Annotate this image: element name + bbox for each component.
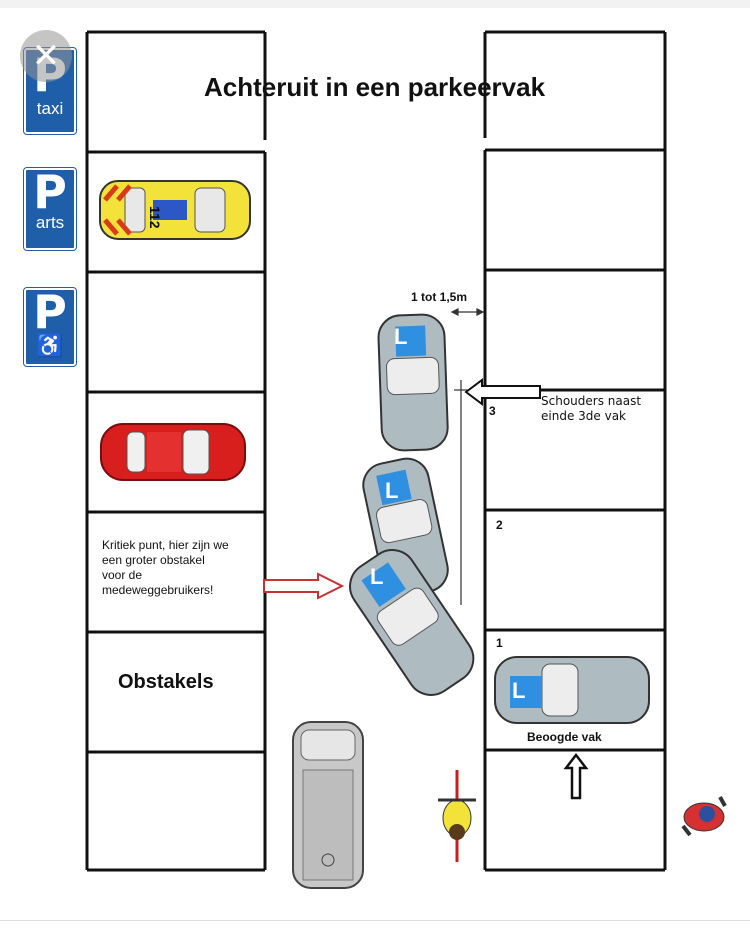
critical-note-line: voor de — [102, 568, 143, 582]
learner-car-target — [494, 656, 650, 724]
bottom-divider — [0, 920, 750, 921]
grey-van — [292, 721, 364, 889]
learner-car-start — [349, 549, 475, 696]
doctor-parking-sign: P arts — [23, 165, 77, 251]
learner-plate-2: L — [385, 478, 398, 503]
right-parking-spaces — [483, 30, 667, 872]
sign-letter: P — [33, 165, 67, 219]
learner-plate-4: L — [512, 678, 525, 703]
guide-lines — [450, 308, 485, 605]
learner-car-final — [377, 313, 449, 452]
target-space-label: Beoogde vak — [527, 730, 602, 744]
learner-plate-1: L — [394, 324, 407, 349]
target-arrow — [563, 752, 589, 800]
wheelchair-icon: ♿ — [36, 333, 64, 358]
critical-note-line: Kritiek punt, hier zijn we — [102, 538, 229, 552]
critical-note-line: een groter obstakel — [102, 553, 205, 567]
shoulders-arrow — [464, 378, 541, 406]
ambulance — [99, 180, 251, 240]
space-number-3: 3 — [489, 404, 496, 418]
left-parking-spaces — [85, 30, 267, 872]
distance-label: 1 tot 1,5m — [411, 290, 468, 304]
pedestrian — [681, 796, 727, 837]
red-car — [100, 423, 246, 481]
close-icon: ✕ — [31, 36, 61, 76]
ambulance-number: 112 — [147, 206, 163, 229]
sign-letter: P — [33, 285, 67, 339]
page-title: Achteruit in een parkeervak — [204, 72, 546, 102]
space-number-2: 2 — [496, 518, 503, 532]
learner-plate-3: L — [370, 564, 383, 589]
critical-point-arrow — [263, 572, 345, 600]
obstacles-label: Obstakels — [118, 671, 214, 693]
shoulders-note: Schouders naast einde 3de vak — [541, 394, 641, 424]
critical-note-line: medeweggebruikers! — [102, 583, 214, 597]
shoulders-note-line: Schouders naast — [541, 394, 642, 408]
shoulders-note-line: einde 3de vak — [541, 409, 626, 423]
cyclist — [438, 770, 476, 862]
sign-text: arts — [35, 213, 65, 232]
sign-text: taxi — [36, 99, 64, 118]
close-button[interactable]: ✕ — [20, 30, 72, 82]
disabled-parking-sign: P ♿ — [23, 285, 77, 367]
critical-point-note: Kritiek punt, hier zijn we een groter ob… — [102, 538, 229, 598]
top-band — [0, 0, 750, 8]
space-number-1: 1 — [496, 636, 503, 650]
